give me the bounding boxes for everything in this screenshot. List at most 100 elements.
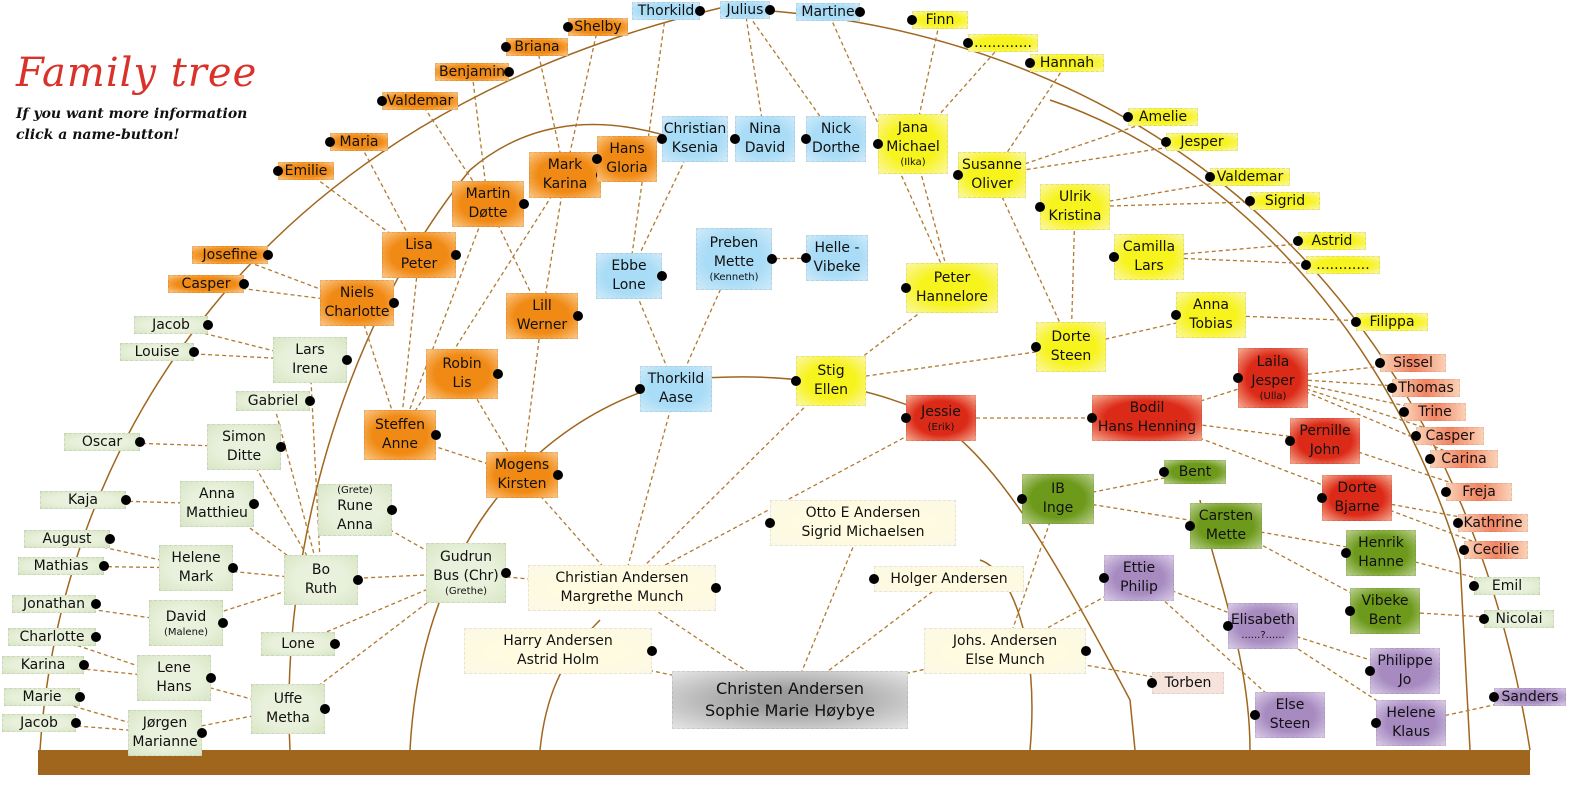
name-button[interactable]: Nicolai: [1479, 610, 1554, 628]
name-button[interactable]: Emil: [1469, 577, 1540, 595]
name-button[interactable]: Charlotte: [8, 628, 101, 646]
name-button[interactable]: Valdemar: [377, 92, 458, 110]
name-button[interactable]: Astrid: [1293, 232, 1366, 250]
name-button[interactable]: Maria: [325, 133, 388, 151]
name-button[interactable]: Kathrine: [1453, 514, 1528, 532]
name-button[interactable]: David(Malene): [149, 600, 228, 646]
name-button[interactable]: Kaja: [40, 491, 131, 509]
name-button[interactable]: Sissel: [1375, 354, 1446, 372]
name-button[interactable]: Oscar: [64, 433, 145, 451]
name-button[interactable]: Cecilie: [1459, 541, 1528, 559]
name-button[interactable]: Amelie: [1123, 108, 1198, 126]
name-button[interactable]: Elisabeth......?......: [1223, 603, 1298, 649]
name-button[interactable]: Finn: [907, 11, 968, 29]
name-button[interactable]: Thomas: [1387, 379, 1460, 397]
name-button[interactable]: Jonathan: [12, 595, 101, 613]
name-button[interactable]: Louise: [120, 343, 199, 361]
name-button[interactable]: Carina: [1425, 450, 1498, 468]
name-button[interactable]: Lone: [261, 632, 340, 656]
name-button[interactable]: Sigrid: [1245, 192, 1320, 210]
name-button[interactable]: Casper: [168, 275, 249, 293]
name-button[interactable]: Briana: [501, 38, 568, 56]
name-button[interactable]: Filippa: [1351, 313, 1428, 331]
name-button[interactable]: Trine: [1399, 403, 1466, 421]
name-button[interactable]: Benjamin: [435, 63, 514, 81]
name-button[interactable]: Josefine: [192, 246, 273, 264]
name-button[interactable]: Holger Andersen: [869, 566, 1024, 592]
name-button[interactable]: ............: [1301, 256, 1380, 274]
name-button[interactable]: Torben: [1147, 672, 1224, 694]
name-button[interactable]: Julius: [720, 1, 775, 19]
name-button[interactable]: Thorkild: [632, 2, 705, 20]
name-button[interactable]: Valdemar: [1205, 168, 1290, 186]
name-button[interactable]: Jessie(Erik): [901, 395, 976, 441]
name-button[interactable]: Bent: [1159, 460, 1226, 484]
name-button[interactable]: Gabriel: [236, 391, 315, 411]
name-button[interactable]: August: [24, 530, 115, 548]
name-button[interactable]: Jacob: [2, 714, 81, 732]
name-button[interactable]: Casper: [1411, 427, 1484, 445]
name-button[interactable]: Freja: [1441, 483, 1512, 501]
name-button[interactable]: Marie: [4, 688, 85, 706]
name-button[interactable]: Hannah: [1025, 54, 1104, 72]
name-button[interactable]: Jesper: [1161, 133, 1238, 151]
name-button[interactable]: Mathias: [18, 557, 109, 575]
name-button[interactable]: Jacob: [134, 316, 213, 334]
name-button[interactable]: Sanders: [1489, 688, 1566, 706]
name-button[interactable]: Helle -Vibeke: [801, 235, 868, 281]
name-button[interactable]: .............: [963, 34, 1038, 52]
name-button[interactable]: Shelby: [563, 18, 628, 36]
name-button[interactable]: Karina: [2, 656, 89, 674]
name-button[interactable]: Emilie: [273, 162, 334, 180]
